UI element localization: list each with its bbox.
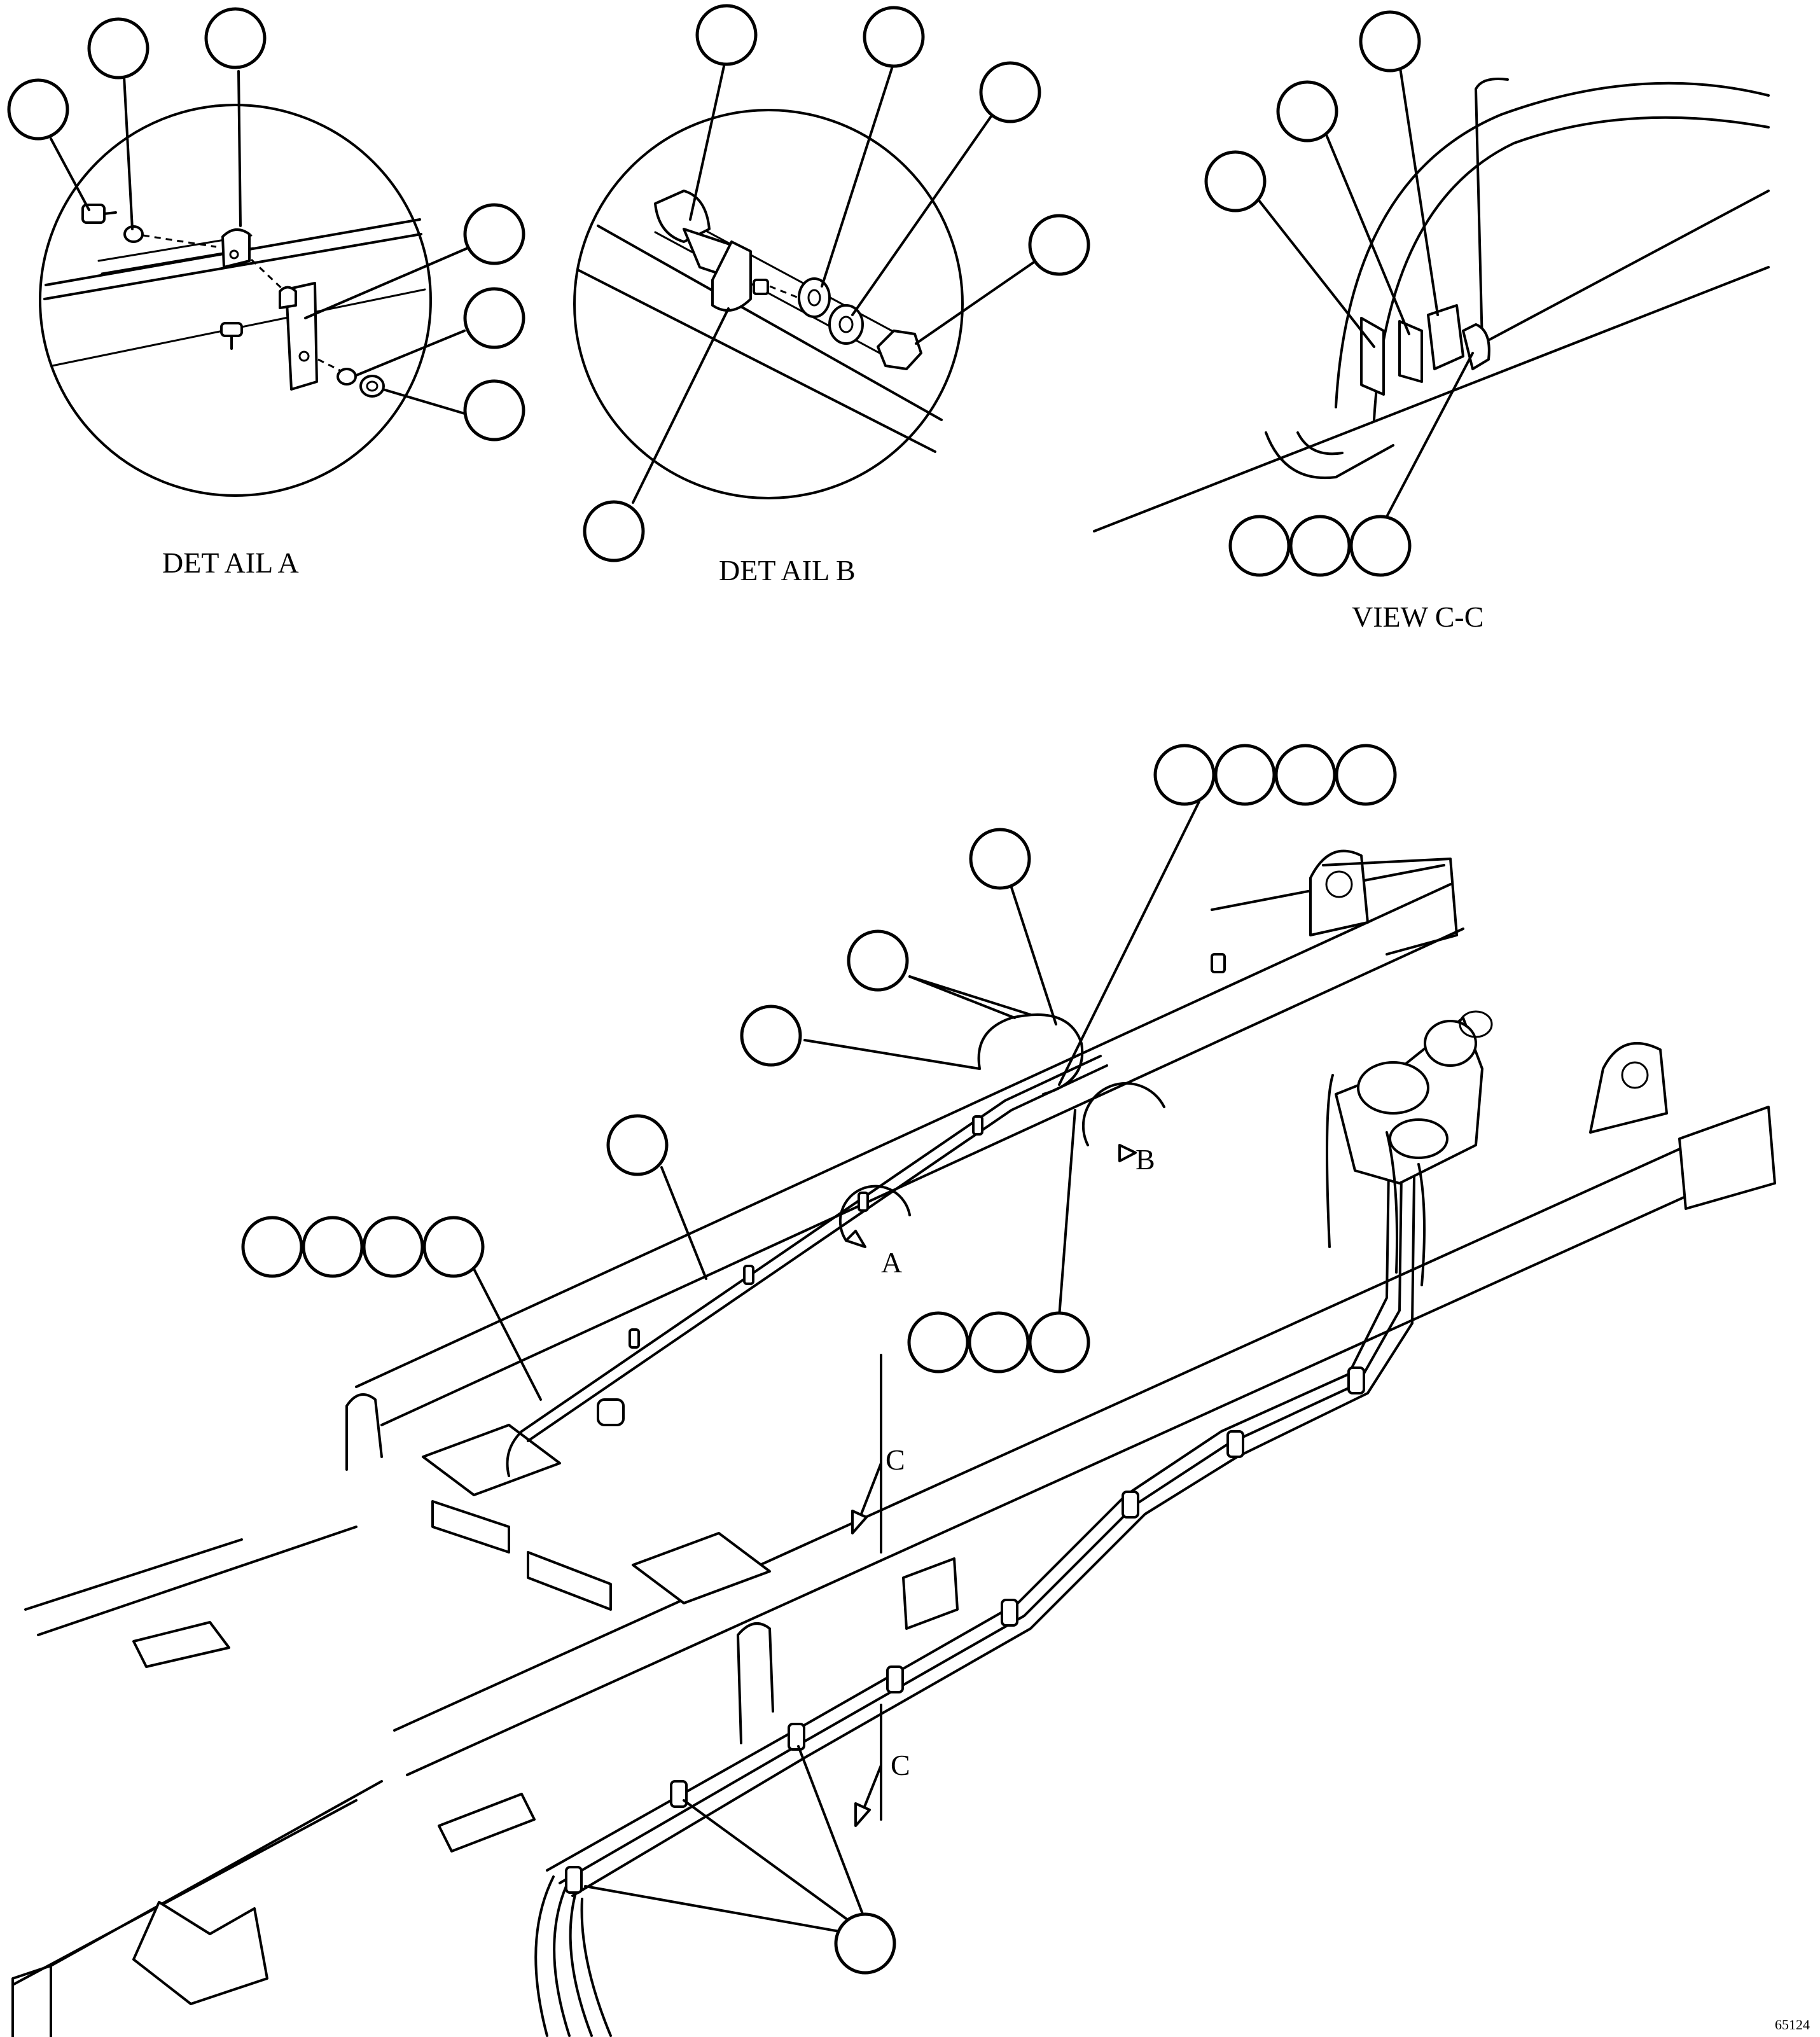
callout-bubble (979, 61, 1041, 123)
clamp-icon (711, 240, 752, 312)
callout-bubble (1228, 515, 1291, 577)
callout-bubble (1204, 150, 1267, 212)
callout-bubble (1335, 744, 1397, 806)
callout-bubble (204, 7, 267, 69)
view-c-c: VIEW C-C (1093, 10, 1770, 633)
detail-b-circle (573, 109, 964, 499)
harness-clip-icon (1347, 1366, 1365, 1394)
view-c-label: VIEW C-C (1352, 601, 1483, 633)
drawing-number: 65124 (1775, 2017, 1810, 2033)
callout-bubble (1274, 744, 1337, 806)
callout-bubble (740, 1005, 802, 1067)
callout-bubble (1214, 744, 1276, 806)
callout-bubble (302, 1216, 364, 1278)
callout-bubble (1028, 214, 1090, 276)
nut-icon (1462, 323, 1490, 370)
callout-bubble (834, 1912, 896, 1975)
clip-icon (221, 228, 251, 268)
detail-a-label: DET AIL A (162, 546, 299, 579)
callout-bubble (422, 1216, 485, 1278)
harness-clip-icon (670, 1780, 688, 1808)
section-c-bottom-label: C (891, 1749, 910, 1781)
washer-icon (123, 225, 144, 243)
callout-bubble (1349, 515, 1412, 577)
callout-bubble (1289, 515, 1351, 577)
callout-bubble (583, 500, 645, 562)
detail-a-marker (838, 1185, 911, 1242)
harness-clip-icon (886, 1665, 904, 1693)
harness-clip-icon (788, 1723, 805, 1751)
callout-bubble (606, 1114, 669, 1176)
callout-bubble (7, 78, 69, 141)
stud-icon (220, 322, 243, 337)
callout-bubble (1359, 10, 1421, 73)
callout-bubble (463, 379, 525, 441)
detail-b-marker-label: B (1136, 1143, 1155, 1176)
callout-bubble (463, 203, 525, 265)
section-c-top-label: C (886, 1443, 905, 1476)
chassis-assembly: A B C C (11, 744, 1776, 2037)
bolt-icon (81, 204, 106, 224)
callout-bubble (463, 287, 525, 349)
callout-bubble (87, 17, 149, 80)
callout-bubble (968, 1311, 1030, 1373)
harness-clip-icon (1226, 1430, 1244, 1458)
detail-b-marker (1081, 1081, 1165, 1146)
callout-bubble (847, 929, 909, 992)
callout-bubble (969, 828, 1031, 890)
callout-bubble (695, 4, 758, 66)
detail-a-marker-label: A (881, 1246, 902, 1279)
harness-clip-icon (565, 1866, 583, 1894)
callout-bubble (241, 1216, 303, 1278)
detail-b: DET AIL B (573, 4, 1090, 587)
harness-clip-icon (1122, 1491, 1139, 1519)
bracket-plate-icon (285, 282, 318, 391)
detail-b-label: DET AIL B (719, 554, 856, 587)
nut-icon (359, 375, 385, 398)
nut-icon (877, 330, 922, 370)
callout-bubble (907, 1311, 969, 1373)
detail-a: DET AIL A (7, 7, 525, 579)
fitting-icon (654, 190, 711, 243)
bracket-icon (1427, 304, 1464, 370)
detail-a-circle (39, 104, 432, 497)
clamp-icon (1398, 320, 1423, 383)
callout-bubble (1276, 80, 1338, 143)
callout-bubble (362, 1216, 424, 1278)
starter-motor-icon (1335, 1010, 1493, 1185)
lock-washer-icon (337, 368, 357, 386)
clamp-icon (1360, 317, 1385, 396)
harness-clip-icon (1001, 1599, 1018, 1627)
washer-icon (828, 304, 864, 345)
callout-bubble (863, 6, 925, 68)
callout-bubble (1028, 1311, 1090, 1373)
washer-icon (798, 277, 831, 318)
callout-bubble (1153, 744, 1216, 806)
